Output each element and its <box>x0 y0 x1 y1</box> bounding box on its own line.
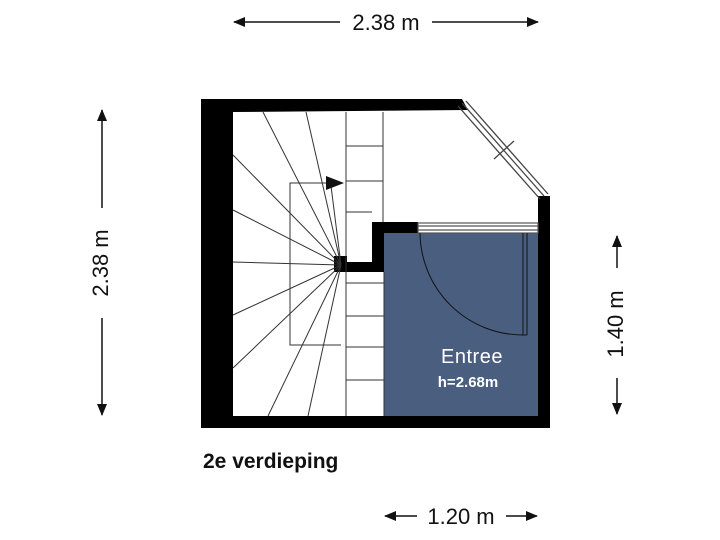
bottom-wall <box>201 416 550 428</box>
dimension-bottom: 1.20 m <box>384 504 538 529</box>
staircase <box>232 111 385 417</box>
room-name: Entree <box>441 346 503 368</box>
entree-door <box>419 232 528 336</box>
room-height: h=2.68m <box>438 374 498 391</box>
dimension-right: 1.40 m <box>603 235 628 415</box>
right-wall <box>538 196 550 428</box>
walls <box>201 99 550 428</box>
top-wall <box>201 99 468 112</box>
inner-wall-horizontal <box>372 222 418 233</box>
entree-room <box>384 233 538 416</box>
stair-direction-arrow <box>326 176 344 190</box>
dimension-top-label: 2.38 m <box>352 10 419 35</box>
dimension-left: 2.38 m <box>88 109 113 416</box>
diagonal-window <box>457 100 549 200</box>
dimension-bottom-label: 1.20 m <box>427 504 494 529</box>
entree-window <box>417 222 539 234</box>
dimension-left-label: 2.38 m <box>88 229 113 296</box>
dimension-top: 2.38 m <box>233 10 539 35</box>
inner-wall-vertical <box>372 222 384 272</box>
stair-newel <box>334 256 372 272</box>
floor-label: 2e verdieping <box>203 450 338 473</box>
dimension-right-label: 1.40 m <box>603 290 628 357</box>
left-wall <box>201 99 233 428</box>
